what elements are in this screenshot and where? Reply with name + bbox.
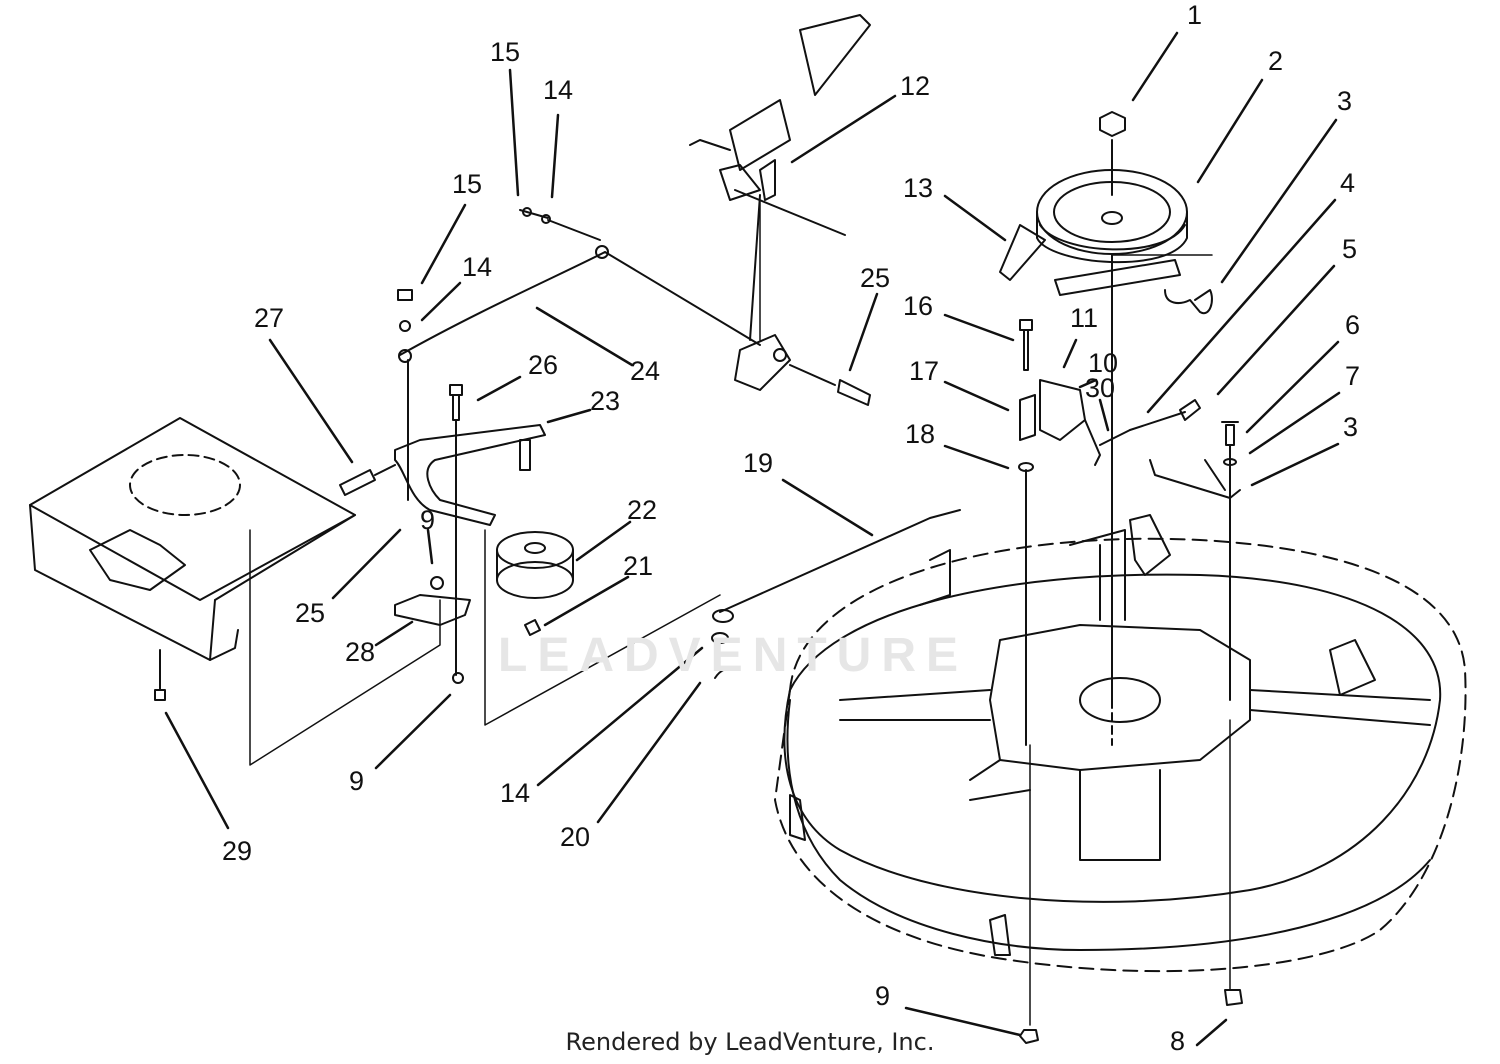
callout-29: 29 xyxy=(222,836,252,866)
mower-deck xyxy=(774,514,1467,973)
drive-belt xyxy=(999,224,1181,296)
callout-8: 8 xyxy=(1170,1026,1185,1056)
watermark: LEADVENTURE xyxy=(498,629,969,682)
callout-28: 28 xyxy=(345,637,375,667)
callout-9c: 9 xyxy=(875,981,890,1011)
callout-18: 18 xyxy=(905,419,935,449)
callout-25: 25 xyxy=(860,263,890,293)
idler-pulley xyxy=(496,531,574,599)
callout-10: 10 xyxy=(1088,348,1118,378)
callout-19: 19 xyxy=(743,448,773,478)
mounting-plate xyxy=(29,417,356,661)
idler-arm xyxy=(1019,379,1201,466)
stop-bracket xyxy=(394,594,471,626)
callout-9b: 9 xyxy=(349,766,364,796)
callout-numbers: 1 2 3 4 5 6 7 3 15 14 12 13 15 14 27 24 … xyxy=(222,0,1360,1056)
callout-26: 26 xyxy=(528,350,558,380)
callout-13: 13 xyxy=(903,173,933,203)
callout-9: 9 xyxy=(420,505,435,535)
callout-14: 14 xyxy=(543,75,573,105)
belt-keeper xyxy=(1164,289,1213,315)
callout-27: 27 xyxy=(254,303,284,333)
callout-4: 4 xyxy=(1340,168,1355,198)
callout-15: 15 xyxy=(490,37,520,67)
callout-24: 24 xyxy=(630,356,660,386)
callout-25b: 25 xyxy=(295,598,325,628)
callout-21: 21 xyxy=(623,551,653,581)
callout-3b: 3 xyxy=(1343,412,1358,442)
leader-lines xyxy=(164,31,1341,1047)
belt-guide-rod xyxy=(1149,459,1241,499)
callout-22: 22 xyxy=(627,495,657,525)
callout-20: 20 xyxy=(560,822,590,852)
callout-12: 12 xyxy=(900,71,930,101)
callout-11: 11 xyxy=(1070,303,1098,333)
footer-credit: Rendered by LeadVenture, Inc. xyxy=(565,1028,935,1056)
callout-30: 30 xyxy=(1085,373,1115,403)
callout-3: 3 xyxy=(1337,86,1352,116)
callout-14c: 14 xyxy=(500,778,530,808)
callout-7: 7 xyxy=(1345,361,1360,391)
callout-14b: 14 xyxy=(462,252,492,282)
callout-16: 16 xyxy=(903,291,933,321)
blade-pulley xyxy=(1036,111,1188,701)
callout-23: 23 xyxy=(590,386,620,416)
idler-arm-lower xyxy=(394,424,546,526)
callout-5: 5 xyxy=(1342,234,1357,264)
callout-2: 2 xyxy=(1268,46,1283,76)
engagement-linkage xyxy=(689,14,871,406)
link-rod xyxy=(399,251,761,356)
callout-6: 6 xyxy=(1345,310,1360,340)
callout-1: 1 xyxy=(1187,0,1202,30)
callout-17: 17 xyxy=(909,356,939,386)
callout-15b: 15 xyxy=(452,169,482,199)
control-rod xyxy=(719,509,961,613)
